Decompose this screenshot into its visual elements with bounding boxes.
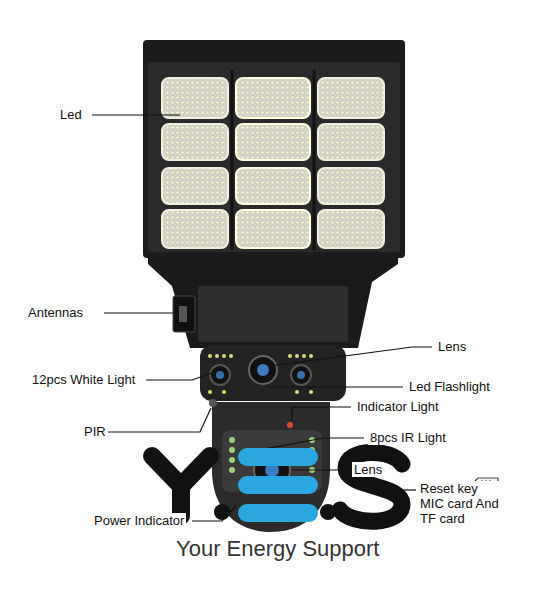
part-label: 8pcs IR Light [368,430,448,445]
part-label: Led [58,107,84,122]
lamp-panel [148,62,400,252]
camera-ball [212,402,330,532]
part-label: Led Flashlight [407,379,492,394]
pir-sensor [209,399,217,407]
led-modules [162,70,384,250]
watermark-logo [152,448,402,522]
part-label: Antennas [26,305,85,320]
part-label: Reset key MIC card And TF card [418,481,506,526]
leader-lines [92,115,432,521]
part-label: 12pcs White Light [30,372,137,387]
lamp-housing [143,40,405,258]
camera-dome [200,345,346,401]
camera-lens [291,365,311,385]
part-label: Lens [352,462,384,477]
part-label: Power Indicator [92,513,186,528]
camera-lens [249,356,277,384]
part-label: Indicator Light [355,399,441,414]
lamp-body [148,255,398,348]
indicator-light [287,422,293,428]
camera-bracket [198,286,348,342]
camera-lens [210,365,230,385]
antenna [179,306,187,322]
part-label: PIR [82,424,108,439]
white-leds [208,354,313,394]
watermark-text: Your Energy Support [174,536,381,562]
antenna-slot [173,296,195,332]
part-label: Lens [436,339,468,354]
